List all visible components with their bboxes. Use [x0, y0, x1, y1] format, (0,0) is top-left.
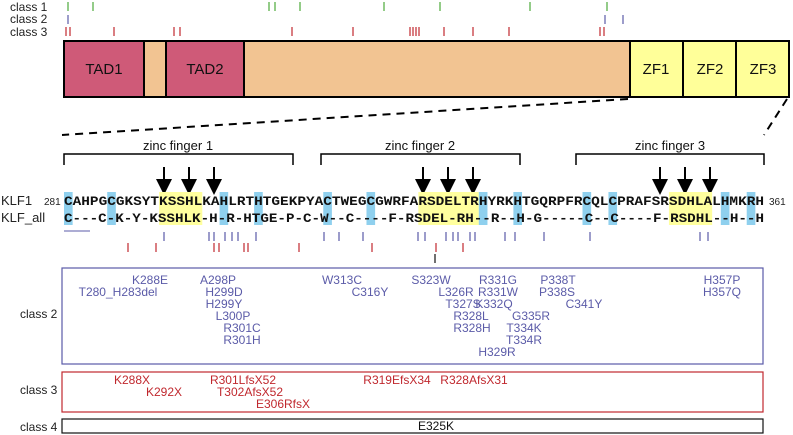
sequence-alignment: KLF1 KLF_all 281 361 CAHPGCGKSYTKSSHLKAH… — [1, 192, 786, 226]
class2-mutation-label: A298P — [200, 273, 236, 287]
zinc-coordinating-residue-highlight — [64, 192, 73, 225]
zf1-domain — [629, 40, 684, 98]
class3-track-label: class 3 — [10, 25, 48, 39]
tad1-label: TAD1 — [85, 61, 122, 78]
class2-mutation-label: K288E — [132, 273, 168, 287]
class2-panel — [61, 267, 764, 365]
class3-panel — [61, 371, 764, 413]
sequence-highlights — [64, 192, 756, 225]
klf1-row-label: KLF1 — [1, 193, 32, 208]
zf3-label: ZF3 — [750, 61, 777, 78]
class2-mutation-label: G335R — [512, 309, 550, 323]
zf1-title: zinc finger 1 — [143, 138, 213, 153]
seq-end-number: 361 — [769, 197, 786, 208]
tad2-label: TAD2 — [186, 61, 223, 78]
class2-mutation-label: R328L — [453, 309, 489, 323]
dna-contact-arrows — [156, 167, 718, 195]
tad1-domain — [63, 40, 145, 98]
class3-mutation-label: K288X — [114, 373, 150, 387]
zinc-coordinating-residue-highlight — [582, 192, 592, 225]
zf2-domain — [682, 40, 737, 98]
class2-mutation-label: H329R — [478, 345, 516, 359]
zf2-bracket — [320, 153, 521, 165]
zf2-title: zinc finger 2 — [385, 138, 455, 153]
protein-schematic: TAD1 TAD2 ZF1 ZF2 ZF3 — [63, 40, 790, 98]
class2-mutation-label: S323W — [411, 273, 451, 287]
class2-mutation-label: R331G — [479, 273, 517, 287]
class2-panel-label: class 2 — [20, 307, 58, 321]
zf3-title: zinc finger 3 — [635, 138, 705, 153]
zf3-bracket — [575, 153, 765, 165]
class1-track-label: class 1 — [10, 0, 48, 14]
class3-mutation-label: K292X — [146, 385, 182, 399]
seq-start-number: 281 — [44, 197, 61, 208]
zoom-line-right — [763, 98, 788, 136]
zinc-coordinating-residue-highlight — [746, 192, 756, 225]
class4-panel — [61, 418, 764, 434]
zinc-coordinating-residue-highlight — [513, 192, 523, 225]
zoom-line-left — [61, 98, 629, 136]
class2-mutation-label: C316Y — [352, 285, 389, 299]
class2-mutation-label: L326R — [438, 285, 474, 299]
dna-contact-highlight — [668, 192, 713, 225]
class2-mutation-list: K288ET280_H283delA298PH299DH299YL300PR30… — [79, 273, 741, 359]
class2-mutation-label: H357P — [704, 273, 741, 287]
class2-mutation-label: L300P — [216, 309, 251, 323]
class2-mutation-label: R328H — [453, 321, 490, 335]
class2-mutation-label: K332Q — [475, 297, 512, 311]
zf1-label: ZF1 — [643, 61, 670, 78]
class3-mutation-label: E306RfsX — [256, 397, 310, 411]
zinc-coordinating-residue-highlight — [478, 192, 488, 225]
mutation-tick-tracks — [65, 2, 624, 36]
class3-panel-label: class 3 — [20, 383, 58, 397]
dna-contact-highlight — [159, 192, 203, 225]
zinc-coordinating-residue-highlight — [219, 192, 229, 225]
zinc-finger-brackets: zinc finger 1 zinc finger 2 zinc finger … — [63, 138, 765, 165]
zinc-coordinating-residue-highlight — [254, 192, 263, 225]
class2-mutation-label: T334R — [506, 333, 542, 347]
class4-panel-label: class 4 — [20, 420, 58, 434]
class2-track-label: class 2 — [10, 12, 48, 26]
class4-mutation-list: E325K — [418, 419, 454, 433]
class2-mutation-label: C341Y — [566, 297, 603, 311]
zf2-label: ZF2 — [697, 61, 724, 78]
tad2-domain — [165, 40, 245, 98]
class4-mutation-label: E325K — [418, 419, 454, 433]
class3-mutation-label: T302AfsX52 — [217, 385, 283, 399]
class2-mutation-label: H299D — [205, 285, 243, 299]
zinc-coordinating-residue-highlight — [366, 192, 376, 225]
klf-all-row-label: KLF_all — [1, 210, 45, 225]
protein-body — [63, 40, 631, 98]
sequence-mutation-ticks — [127, 232, 709, 263]
class2-mutation-label: T327S — [445, 297, 480, 311]
dna-contact-highlight — [418, 192, 479, 225]
zinc-coordinating-residue-highlight — [107, 192, 116, 225]
class2-mutation-label: T334K — [506, 321, 541, 335]
zinc-coordinating-residue-highlight — [323, 192, 332, 225]
class2-mutation-label: H357Q — [703, 285, 741, 299]
class3-mutation-label: R301LfsX52 — [210, 373, 276, 387]
class3-mutation-label: R328AfsX31 — [440, 373, 508, 387]
zf1-bracket — [63, 153, 294, 165]
class2-mutation-label: W313C — [322, 273, 362, 287]
zf3-domain — [735, 40, 790, 98]
class2-mutation-label: R301C — [223, 321, 261, 335]
class2-mutation-label: H299Y — [206, 297, 243, 311]
klf-all-sequence: C---C-K-Y-KSSHLK-H-R-HTGE-P-C-W--C----F-… — [64, 211, 764, 226]
zinc-coordinating-residue-highlight — [608, 192, 618, 225]
class2-mutation-label: R331W — [478, 285, 519, 299]
class2-mutation-label: R301H — [223, 333, 260, 347]
class2-mutation-label: T280_H283del — [79, 285, 158, 299]
class2-mutation-label: P338T — [540, 273, 576, 287]
zinc-coordinating-residue-highlight — [720, 192, 730, 225]
class2-mutation-label: P338S — [539, 285, 575, 299]
class3-mutation-label: R319EfsX34 — [363, 373, 431, 387]
klf1-sequence: CAHPGCGKSYTKSSHLKAHLRTHTGEKPYACTWEGCGWRF… — [64, 194, 764, 209]
